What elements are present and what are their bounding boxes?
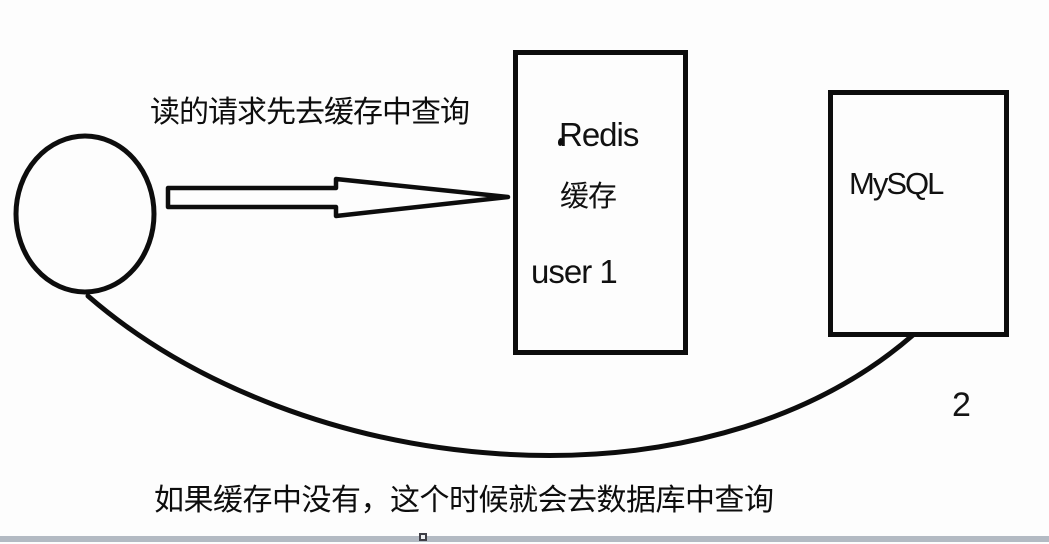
cache-miss-curve (85, 293, 916, 458)
read-flow-caption: 读的请求先去缓存中查询 (150, 96, 470, 129)
scrollbar-handle-notch[interactable] (419, 533, 427, 541)
redis-node-user1-entry: user 1 (531, 253, 618, 290)
redis-cache-node: Redis 缓存 user 1 (513, 50, 688, 355)
horizontal-scrollbar[interactable] (0, 536, 1049, 542)
client-circle-shape (13, 133, 157, 295)
redis-node-subtitle-cache: 缓存 (560, 181, 617, 213)
mysql-node-title: MySQL (849, 166, 944, 201)
step-2-label: 2 (952, 386, 971, 424)
cache-miss-caption: 如果缓存中没有，这个时候就会去数据库中查询 (154, 484, 774, 517)
read-request-arrow-icon (165, 176, 511, 219)
mysql-database-node: MySQL (828, 90, 1009, 337)
redis-node-title: Redis (559, 116, 639, 153)
